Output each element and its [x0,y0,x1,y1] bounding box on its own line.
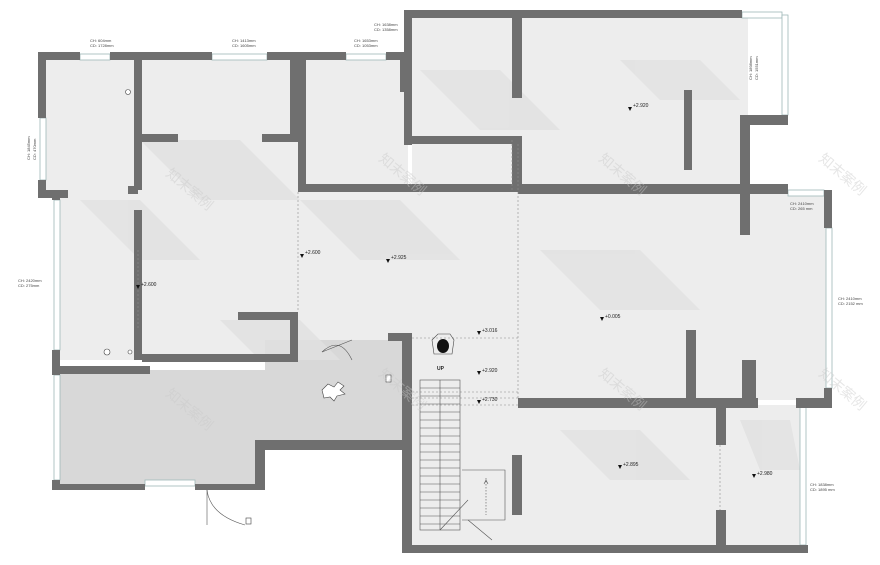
door-swings [206,339,353,526]
dim-bottom-right-cd: CD: 1895 mm [810,487,835,492]
light-shadows [80,60,800,480]
drain-fixture-top [125,89,131,95]
dim-left-mid-ch: CH: 2420mm [18,278,42,283]
window-top-left [79,53,111,61]
stair-area-floor [412,335,518,545]
level-left-corridor: +2.600 [136,282,157,289]
entry-switch-icon [245,517,252,525]
window-right-upper [781,14,789,116]
dim-top-right-cd: CD: 1358mm [374,27,398,32]
dim-top-small-cd: CD: 1053mm [354,43,378,48]
dim-top-left-cd: CD: 1728mm [90,43,114,48]
svg-text:+2.600: +2.600 [305,250,321,256]
svg-text:+2.920: +2.920 [633,103,649,109]
level-markers: +2.920 +2.925 +2.600 +2.600 +0.005 +3.01… [136,103,773,478]
svg-text:+2.895: +2.895 [623,462,639,468]
bottom-left-room-floor [60,370,265,485]
wall-switch-icon [385,374,392,383]
svg-text:+2.600: +2.600 [141,282,157,288]
dim-right-mid-cd: CD: 2152 mm [838,301,863,306]
level-stair-low: +2.730 [477,397,498,404]
window-top-center [211,53,268,61]
room-top-center-floor [138,60,298,355]
level-right-large-room: +0.005 [600,314,621,321]
dim-right-upper-ch: CH: 1898mm [748,56,753,80]
dim-top-left-ch: CH: 604mm [90,38,112,43]
level-bottom-mid-room: +2.895 [618,462,639,469]
dim-top-center-cd: CD: 1605mm [232,43,256,48]
window-top-small [345,53,387,61]
window-bottom-left [144,479,196,487]
dim-left-upper-ch: CH: 1845mm [26,136,31,160]
window-left-upper [39,117,47,181]
window-right-mid-top [787,189,825,197]
stair-treads [420,380,460,530]
dim-left-upper-cd: CD: 470mm [32,138,37,160]
dim-left-mid-cd: CD: 275mm [18,283,40,288]
level-hall: +2.925 [386,255,407,263]
dim-right-upper-cd: CD: 1551mm [754,56,759,80]
level-hall-left: +2.600 [300,250,321,258]
dim-right-mid-top-ch: CH: 2410mm [790,201,814,206]
window-bottom-right [799,404,807,546]
room-top-left-small-floor [46,60,138,190]
window-left-bottom [53,374,61,481]
fixtures [103,89,392,525]
drain-fixture-mid [127,349,133,355]
svg-text:+2.925: +2.925 [391,255,407,261]
stair-up-label: UP [437,366,445,372]
svg-text:+2.730: +2.730 [482,397,498,403]
dim-right-mid-top-cd: CD: 265 mm [790,206,813,211]
floor-drain-icon [321,381,346,402]
dim-top-center-ch: CH: 1413mm [232,38,256,43]
level-stair-top: +3.016 [477,328,498,335]
dim-bottom-right-ch: CH: 1838mm [810,482,834,487]
svg-text:+2.980: +2.980 [757,471,773,477]
staircase [419,379,506,541]
window-dimension-notes: CH: 604mm CD: 1728mm CH: 1413mm CD: 1605… [18,22,863,492]
svg-text:+2.920: +2.920 [482,368,498,374]
walls [38,10,832,553]
svg-text:+3.016: +3.016 [482,328,498,334]
svg-text:+0.005: +0.005 [605,314,621,320]
level-top-right-room: +2.920 [628,103,649,111]
floor-dark-areas [60,340,405,485]
door-swing-entry [206,489,246,526]
person-icon [437,339,449,353]
window-right-mid [825,227,833,389]
stair-up-marker: UP [431,333,455,372]
dim-right-mid-ch: CH: 2410mm [838,296,862,301]
dashed-lines [137,140,721,510]
dim-top-small-ch: CH: 1653mm [354,38,378,43]
window-left-mid [53,199,61,351]
level-stair-mid: +2.920 [477,368,498,375]
drain-fixture-left [103,348,111,356]
room-top-small-floor [298,60,408,190]
window-top-right [741,11,783,19]
level-bottom-right-room: +2.980 [752,471,773,478]
dim-top-right-ch: CH: 1638mm [374,22,398,27]
